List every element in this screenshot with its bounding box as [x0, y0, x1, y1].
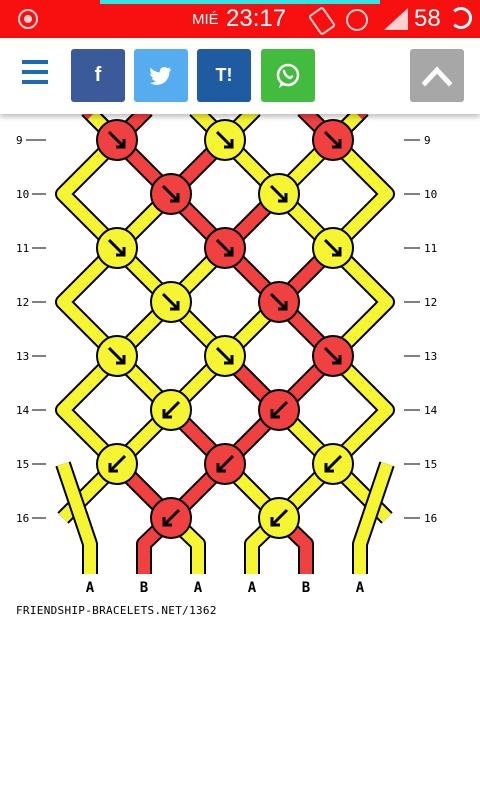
knot — [204, 119, 246, 161]
facebook-icon: f — [94, 64, 102, 86]
arrow-icon — [324, 454, 343, 473]
arrow-icon — [162, 400, 181, 419]
twitter-share-button[interactable] — [134, 49, 188, 102]
scroll-to-top-button[interactable] — [410, 49, 464, 102]
chevron-up-icon — [422, 66, 452, 87]
arrow-icon — [269, 292, 288, 311]
menu-icon[interactable] — [22, 60, 48, 88]
strand-end — [354, 462, 393, 574]
edge-strand-right — [327, 114, 393, 523]
arrow-icon — [161, 292, 180, 311]
row-number-right: 12 — [424, 296, 437, 309]
knot — [96, 119, 138, 161]
arrow-icon — [323, 346, 342, 365]
signal-icon — [384, 8, 408, 30]
edge-strand-left — [57, 114, 123, 523]
knot — [204, 335, 246, 377]
row-number-right: 9 — [424, 134, 431, 147]
knot — [258, 281, 300, 323]
strand-label: B — [302, 580, 310, 596]
arrow-icon — [215, 346, 234, 365]
row-number-left: 11 — [16, 242, 29, 255]
arrow-icon — [108, 454, 127, 473]
tuenti-share-button[interactable]: T! — [197, 49, 251, 102]
strand-end — [57, 462, 96, 574]
knot — [96, 443, 138, 485]
arrow-icon — [269, 184, 288, 203]
row-number-right: 11 — [424, 242, 437, 255]
row-number-right: 10 — [424, 188, 437, 201]
vibrate-icon — [307, 6, 337, 36]
status-bar: MIÉ 23:17 58 — [0, 0, 480, 38]
arrow-icon — [107, 238, 126, 257]
page-load-progress — [100, 0, 380, 4]
knot — [96, 335, 138, 377]
knot — [258, 389, 300, 431]
tuenti-icon: T! — [215, 65, 233, 85]
knot — [312, 227, 354, 269]
strand-label: B — [140, 580, 148, 596]
bracelet-pattern: 9 9 10 10 11 11 12 12 13 13 14 14 15 15 16 16 A B A A B A — [16, 114, 438, 596]
whatsapp-share-button[interactable] — [261, 49, 315, 102]
row-number-right: 15 — [424, 458, 437, 471]
arrow-icon — [323, 238, 342, 257]
row-number-left: 12 — [16, 296, 29, 309]
knot — [312, 119, 354, 161]
row-number-left: 9 — [16, 134, 23, 147]
arrow-icon — [216, 454, 235, 473]
strand-label: A — [248, 580, 257, 596]
knot — [150, 389, 192, 431]
knot — [312, 443, 354, 485]
knot — [204, 227, 246, 269]
strand-label: A — [356, 580, 365, 596]
row-number-left: 13 — [16, 350, 29, 363]
row-number-left: 16 — [16, 512, 29, 525]
strand-label: A — [86, 580, 95, 596]
facebook-share-button[interactable]: f — [71, 49, 125, 102]
arrow-icon — [107, 346, 126, 365]
arrow-icon — [162, 508, 181, 527]
arrow-icon — [161, 184, 180, 203]
row-number-right: 14 — [424, 404, 438, 417]
arrow-icon — [215, 238, 234, 257]
row-number-right: 13 — [424, 350, 437, 363]
knot — [258, 173, 300, 215]
arrow-icon — [270, 400, 289, 419]
arrow-icon — [215, 130, 234, 149]
row-number-left: 10 — [16, 188, 29, 201]
battery-icon — [450, 7, 472, 29]
whatsapp-icon — [276, 63, 300, 88]
status-time: 23:17 — [226, 5, 287, 32]
row-number-left: 14 — [16, 404, 30, 417]
knot — [150, 497, 192, 539]
pattern-credit: FRIENDSHIP-BRACELETS.NET/1362 — [16, 604, 217, 617]
status-day: MIÉ — [192, 11, 219, 28]
knot — [150, 173, 192, 215]
knot — [96, 227, 138, 269]
toolbar: f T! — [0, 38, 480, 114]
arrow-icon — [323, 130, 342, 149]
strand-label: A — [194, 580, 203, 596]
alarm-icon — [346, 9, 368, 31]
knot — [204, 443, 246, 485]
row-number-left: 15 — [16, 458, 29, 471]
row-number-right: 16 — [424, 512, 437, 525]
twitter-icon — [150, 66, 171, 85]
arrow-icon — [270, 508, 289, 527]
knot — [150, 281, 192, 323]
knot — [312, 335, 354, 377]
location-icon — [18, 9, 38, 29]
knot — [258, 497, 300, 539]
battery-level: 58 — [414, 5, 441, 32]
arrow-icon — [107, 130, 126, 149]
